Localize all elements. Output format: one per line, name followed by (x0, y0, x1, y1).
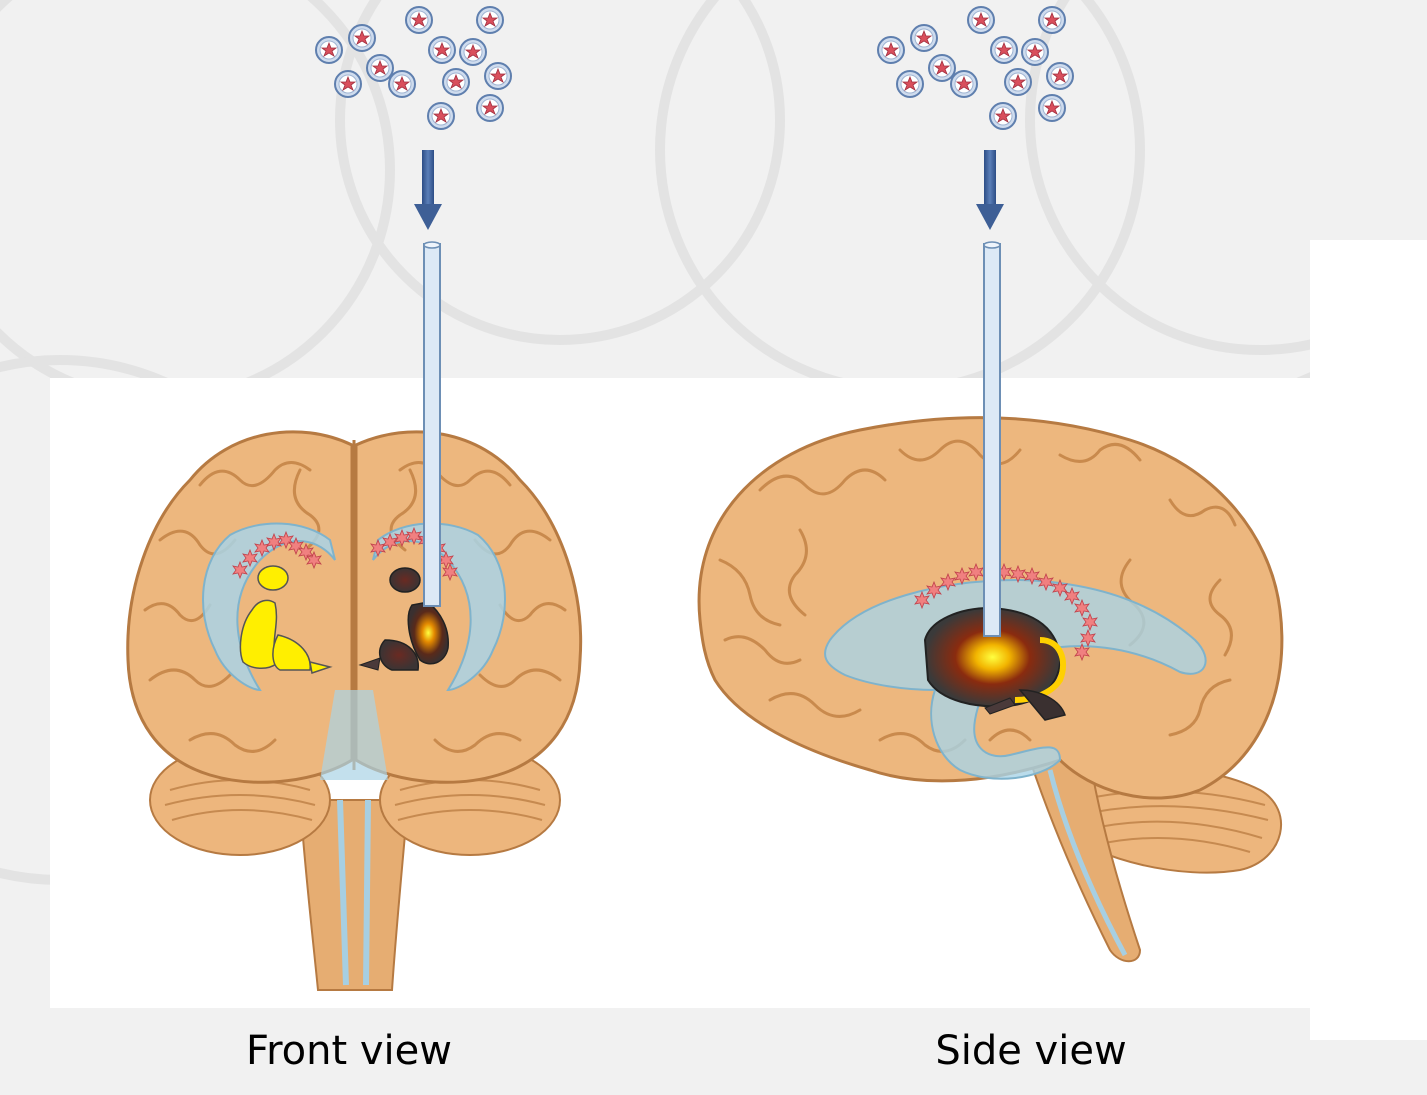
down-arrow-icon (414, 150, 442, 230)
injection-cannula-icon (424, 242, 440, 606)
down-arrow-icon (976, 150, 1004, 230)
side-view-caption: Side view (935, 1028, 1126, 1074)
stem-cell-cluster-icon (878, 7, 1073, 129)
brain-coronal-icon (128, 432, 581, 990)
injection-cannula-icon (984, 242, 1000, 636)
front-view-caption: Front view (246, 1028, 452, 1074)
stem-cell-cluster-icon (316, 7, 511, 129)
